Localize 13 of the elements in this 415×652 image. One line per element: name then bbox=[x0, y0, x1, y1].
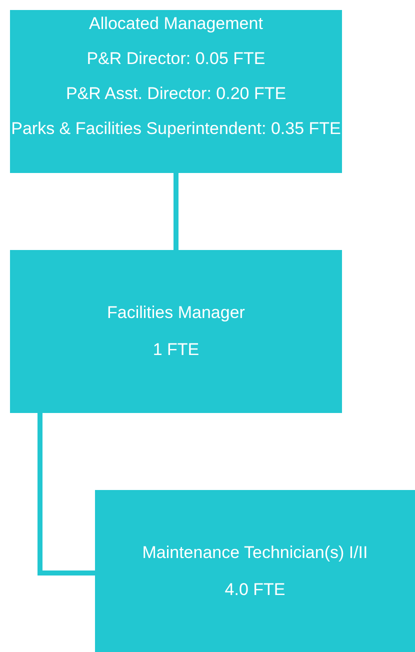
connector-line bbox=[38, 413, 95, 576]
staffing-text: P&R Director: 0.05 FTE bbox=[86, 48, 266, 69]
staffing-text: 4.0 FTE bbox=[224, 579, 286, 600]
role-box bbox=[10, 250, 342, 413]
staffing-text: Parks & Facilities Superintendent: 0.35 FTE bbox=[11, 118, 341, 139]
role-box bbox=[95, 490, 415, 652]
staffing-text: P&R Asst. Director: 0.20 FTE bbox=[66, 83, 286, 104]
staffing-text: 1 FTE bbox=[152, 339, 200, 360]
role-box bbox=[10, 10, 342, 173]
role-title: Maintenance Technician(s) I/II bbox=[142, 542, 368, 563]
role-title: Facilities Manager bbox=[107, 302, 245, 323]
role-title: Allocated Management bbox=[89, 13, 263, 34]
connector-line bbox=[174, 173, 178, 250]
